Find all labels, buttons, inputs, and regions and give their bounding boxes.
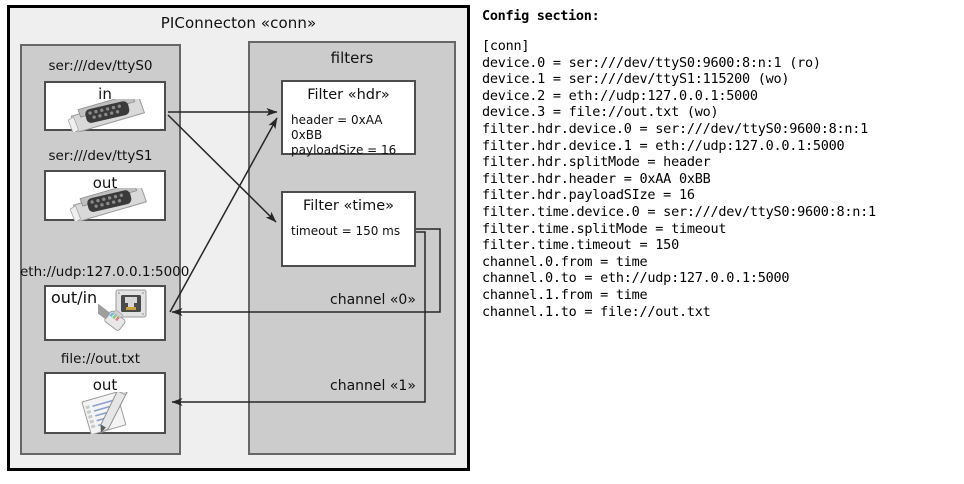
config-line: filter.hdr.header = 0xAA 0xBB	[482, 170, 711, 187]
filter-time-title: Filter «time»	[302, 198, 395, 214]
config-line: channel.1.from = time	[482, 286, 648, 303]
channel-0-label: channel «0»	[330, 292, 416, 308]
config-section: Config section: [conn]device.0 = ser:///…	[482, 8, 960, 320]
device-direction-file: out	[92, 376, 118, 394]
config-line: device.1 = ser:///dev/ttyS1:115200 (wo)	[482, 71, 790, 88]
config-line: filter.hdr.device.0 = ser:///dev/ttyS0:9…	[482, 120, 869, 137]
config-line: filter.time.splitMode = timeout	[482, 220, 727, 237]
config-heading: Config section:	[482, 8, 600, 24]
device-node-ttys1[interactable]: out	[44, 170, 166, 221]
filter-hdr-prop-payloadsize: payloadSize = 16	[291, 143, 397, 157]
config-line: filter.hdr.splitMode = header	[482, 154, 711, 171]
filters-panel-title: filters	[330, 49, 374, 67]
filter-time-prop-timeout: timeout = 150 ms	[291, 224, 401, 238]
ethernet-jack-icon	[98, 289, 147, 331]
config-lines: [conn]device.0 = ser:///dev/ttyS0:9600:8…	[482, 38, 960, 320]
device-label-file: file://out.txt	[60, 351, 141, 367]
config-line: device.2 = eth://udp:127.0.0.1:5000	[482, 87, 758, 104]
serial-connector-icon	[69, 188, 148, 221]
device-node-eth[interactable]: out/in	[44, 285, 166, 341]
device-direction-ttys1: out	[92, 174, 118, 192]
device-label-ttys0: ser:///dev/ttyS0	[48, 58, 153, 74]
filter-time-props: timeout = 150 ms	[291, 224, 400, 239]
serial-connector-icon	[67, 99, 146, 132]
filter-hdr-title: Filter «hdr»	[307, 87, 390, 103]
config-line: filter.time.device.0 = ser:///dev/ttyS0:…	[482, 203, 876, 220]
config-line: device.0 = ser:///dev/ttyS0:9600:8:n:1 (…	[482, 54, 821, 71]
filter-node-time[interactable]: Filter «time» timeout = 150 ms	[281, 191, 416, 267]
config-line: channel.1.to = file://out.txt	[482, 303, 711, 320]
config-line: filter.hdr.device.1 = eth://udp:127.0.0.…	[482, 137, 845, 154]
piconnecton-title: PIConnecton «conn»	[160, 14, 317, 32]
config-line: filter.hdr.payloadSIze = 16	[482, 187, 695, 204]
filter-hdr-props: header = 0xAA 0xBB payloadSize = 16	[291, 113, 414, 158]
channel-1-label: channel «1»	[330, 378, 416, 394]
text-file-pencil-icon	[81, 392, 128, 434]
config-line: channel.0.to = eth://udp:127.0.0.1:5000	[482, 270, 790, 287]
device-node-ttys0[interactable]: in	[44, 81, 166, 132]
config-line: channel.0.from = time	[482, 253, 648, 270]
device-node-file[interactable]: out	[44, 372, 166, 434]
config-line: filter.time.timeout = 150	[482, 237, 679, 254]
filter-node-hdr[interactable]: Filter «hdr» header = 0xAA 0xBB payloadS…	[281, 80, 416, 158]
device-direction-ttys0: in	[98, 85, 112, 103]
filter-hdr-prop-header: header = 0xAA 0xBB	[291, 113, 383, 142]
device-label-eth: eth://udp:127.0.0.1:5000	[20, 264, 190, 280]
config-line: [conn]	[482, 38, 530, 54]
device-label-ttys1: ser:///dev/ttyS1	[48, 148, 153, 164]
device-direction-eth: out/in	[51, 288, 98, 307]
config-line: device.3 = file://out.txt (wo)	[482, 104, 719, 121]
